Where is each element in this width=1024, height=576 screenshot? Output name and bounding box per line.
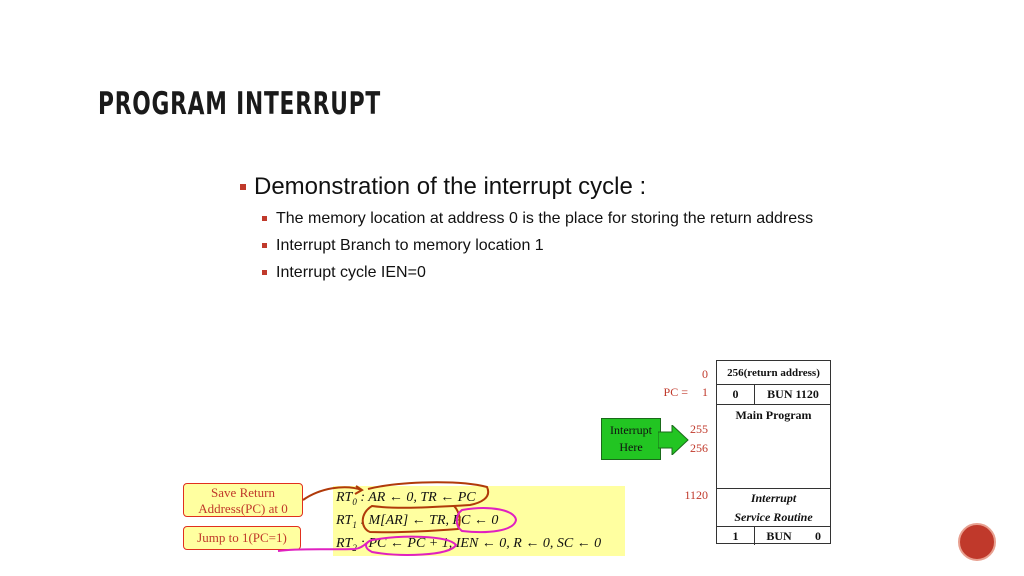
return-address-cell: 256(return address) [727, 366, 820, 379]
ink-loop-magenta-pc0 [455, 507, 518, 534]
row1-indirect-bit: 0 [717, 385, 755, 404]
ink-arrow-save [302, 486, 363, 501]
sub-bullet: Interrupt Branch to memory location 1 [260, 235, 880, 256]
ink-loop-brown [361, 481, 490, 534]
save-return-note: Save Return Address(PC) at 0 [183, 483, 303, 517]
rt2-sub: 2 [352, 542, 357, 553]
address-256: 256 [690, 441, 708, 455]
address-1120: 1120 [684, 488, 708, 502]
ink-loop-magenta-pc-inc [365, 535, 458, 556]
rt1-label: RT [336, 513, 353, 528]
address-1: 1 [702, 385, 708, 399]
last-opcode: BUN [766, 528, 792, 543]
rt1-line: RT1 : M[AR] ← TR, PC ← 0 [336, 509, 498, 532]
memory-map: 256(return address) 0 BUN 1120 Main Prog… [716, 360, 831, 545]
micro-operations-box: RT0 : AR ← 0, TR ← PC RT1 : M[AR] ← TR, … [333, 486, 625, 556]
memory-row-1: 0 BUN 1120 [717, 385, 830, 405]
rt0-line: RT0 : AR ← 0, TR ← PC [336, 486, 476, 509]
memory-row-last: 1 BUN 0 [717, 527, 830, 545]
isr-block: Interrupt Service Routine [717, 489, 830, 527]
jump-note: Jump to 1(PC=1) [183, 526, 301, 550]
interrupt-label: Interrupt [610, 423, 652, 437]
sub-bullet: The memory location at address 0 is the … [260, 208, 880, 229]
rt2-label: RT [336, 536, 353, 551]
main-program-label: Main Program [735, 408, 812, 422]
main-bullet: Demonstration of the interrupt cycle : [240, 172, 880, 202]
green-arrow-icon [658, 425, 689, 455]
rt1-sub: 1 [352, 519, 357, 530]
row1-instruction: BUN 1120 [767, 387, 819, 401]
ink-arrowhead-icon [354, 485, 364, 495]
logo [958, 523, 996, 561]
last-address: 0 [815, 528, 821, 543]
pc-label: PC = [663, 385, 688, 399]
rt0-expression: : AR ← 0, TR ← PC [360, 490, 476, 505]
address-0: 0 [702, 367, 708, 381]
main-program-block: Main Program [717, 405, 830, 489]
bullet-list: Demonstration of the interrupt cycle : T… [240, 172, 880, 289]
interrupt-here-box: Interrupt Here [601, 418, 661, 460]
rt0-sub: 0 [352, 496, 357, 507]
here-label: Here [619, 440, 643, 454]
isr-line1: Interrupt [750, 491, 797, 505]
memory-row-0: 256(return address) [717, 361, 830, 385]
sub-bullet: Interrupt cycle IEN=0 [260, 262, 880, 283]
rt1-expression: : M[AR] ← TR, PC ← 0 [360, 513, 499, 528]
rt0-label: RT [336, 490, 353, 505]
last-indirect-bit: 1 [717, 527, 755, 545]
sub-bullet-list: The memory location at address 0 is the … [260, 208, 880, 283]
page-title: Program Interrupt [98, 86, 382, 122]
rt2-line: RT2 : PC ← PC + 1, IEN ← 0, R ← 0, SC ← … [336, 532, 601, 555]
ink-arrow-jump [277, 539, 373, 552]
isr-line2: Service Routine [734, 510, 813, 524]
rt2-expression: : PC ← PC + 1, IEN ← 0, R ← 0, SC ← 0 [360, 536, 602, 551]
address-255: 255 [690, 422, 708, 436]
